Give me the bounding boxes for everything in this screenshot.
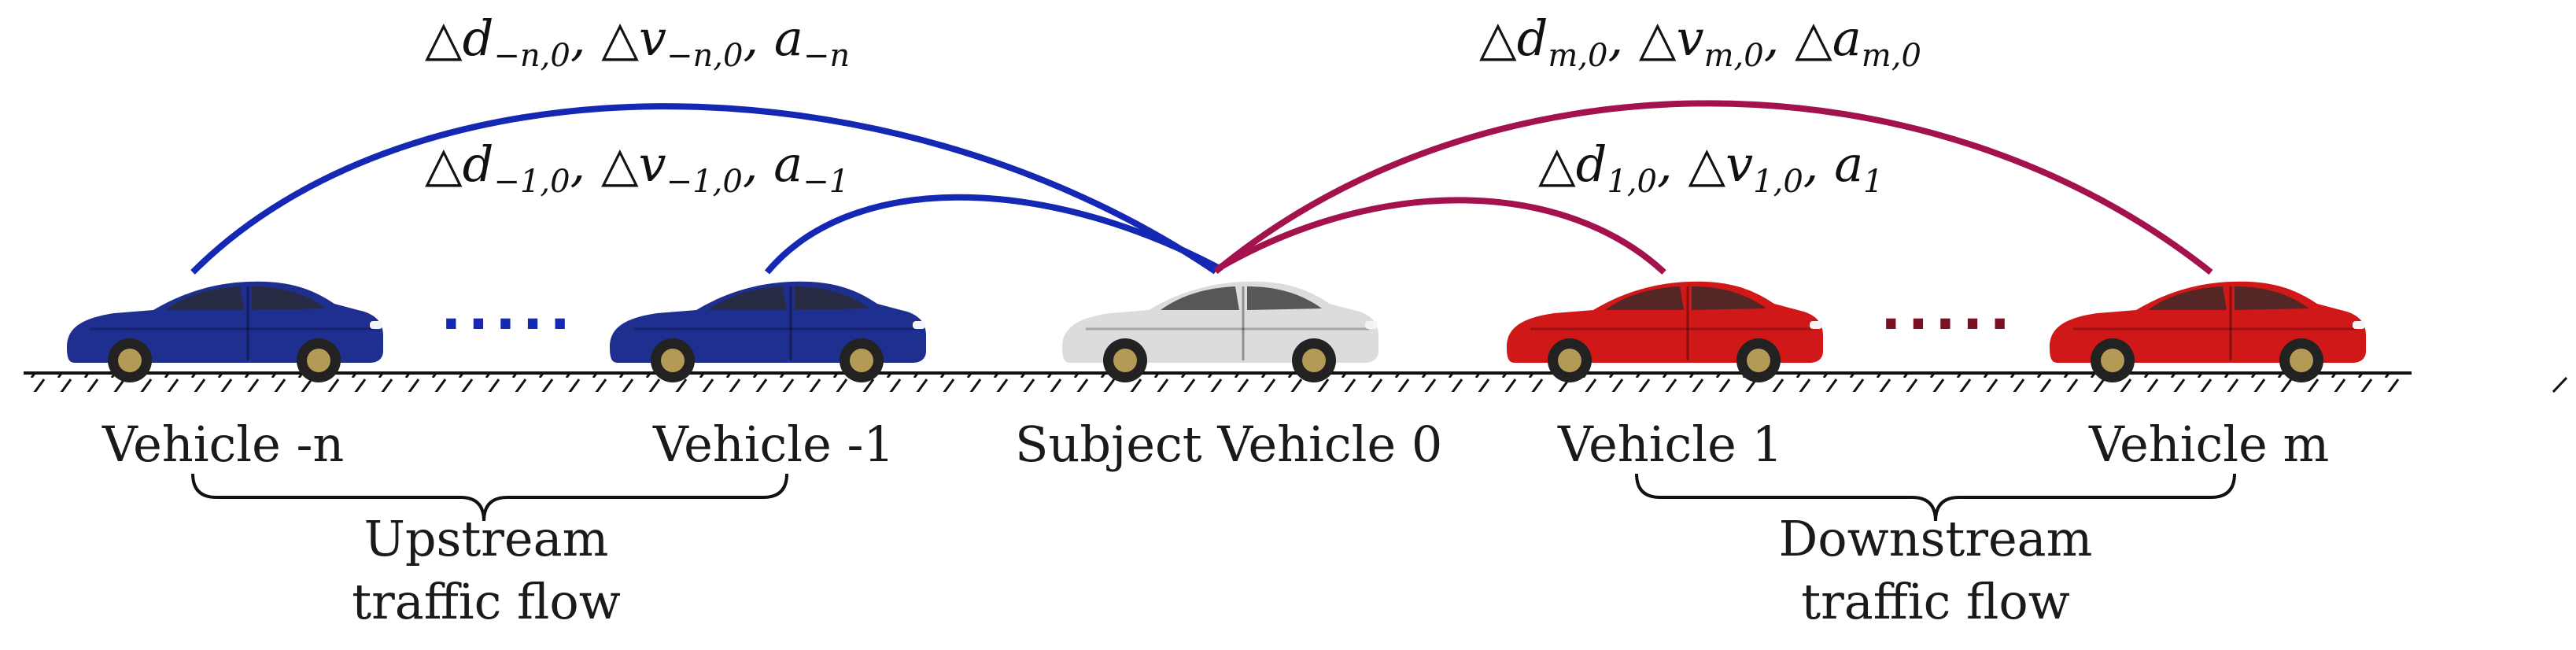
vehicle-label-subject-0: Subject Vehicle 0 <box>1015 415 1442 473</box>
vehicle-m <box>2048 280 2367 384</box>
label-upstream-near: △d−1,0, △v−1,0, a−1 <box>425 135 849 200</box>
upstream-label-line1: Upstream <box>364 510 609 567</box>
vehicle-minus-1 <box>608 280 928 384</box>
vehicle-1 <box>1505 280 1825 384</box>
upstream-label-line2: traffic flow <box>352 573 621 630</box>
label-upstream-far: △d−n,0, △v−n,0, a−n <box>425 9 850 74</box>
downstream-brace <box>1635 473 2236 522</box>
vehicle-minus-n <box>65 280 385 384</box>
downstream-label-line1: Downstream <box>1779 510 2093 567</box>
arrow-downstream-near <box>1218 197 1666 275</box>
ellipsis-upstream: ..... <box>441 278 577 342</box>
vehicle-label-minus-n: Vehicle -n <box>101 415 344 473</box>
arrows <box>190 100 2213 275</box>
downstream-label-line2: traffic flow <box>1801 573 2070 630</box>
arrow-upstream-far <box>190 103 1218 275</box>
ellipsis-downstream: ..... <box>1880 278 2017 342</box>
subject-vehicle-0 <box>1061 280 1380 384</box>
vehicle-label-1: Vehicle 1 <box>1557 415 1783 473</box>
arrow-upstream-near <box>764 194 1220 275</box>
arrow-downstream-far <box>1213 100 2213 275</box>
label-downstream-far: △dm,0, △vm,0, △am,0 <box>1479 9 1921 74</box>
vehicle-label-m: Vehicle m <box>2088 415 2329 473</box>
label-downstream-near: △d1,0, △v1,0, a1 <box>1538 135 1884 200</box>
upstream-brace <box>191 473 788 522</box>
vehicle-label-minus-1: Vehicle -1 <box>652 415 895 473</box>
road-ground <box>24 371 2568 393</box>
